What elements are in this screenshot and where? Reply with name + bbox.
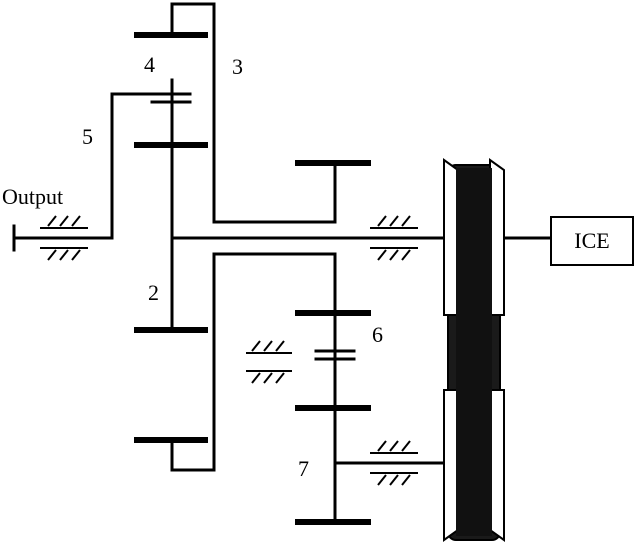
ring-gear-lower-frame <box>170 438 216 472</box>
bearing-gear-7-ground <box>370 440 418 486</box>
label-gear-2: 2 <box>148 280 159 305</box>
bearing-main-shaft-ground <box>370 215 418 261</box>
drive-wheel <box>443 158 505 542</box>
ring-gear-3-frame-top <box>170 2 337 224</box>
bearing-gear-6-ground <box>246 340 292 384</box>
carrier-5-link <box>12 92 174 240</box>
label-gear-3: 3 <box>232 54 243 79</box>
ice-engine-box: ICE <box>550 216 634 266</box>
label-output: Output <box>2 184 64 209</box>
bearing-output-ground <box>40 215 88 261</box>
ring-link-to-6 <box>212 252 337 442</box>
label-carrier-5: 5 <box>82 124 93 149</box>
label-gear-4: 4 <box>144 52 155 77</box>
label-gear-7: 7 <box>298 456 309 481</box>
label-gear-6: 6 <box>372 322 383 347</box>
ice-label: ICE <box>574 228 610 253</box>
